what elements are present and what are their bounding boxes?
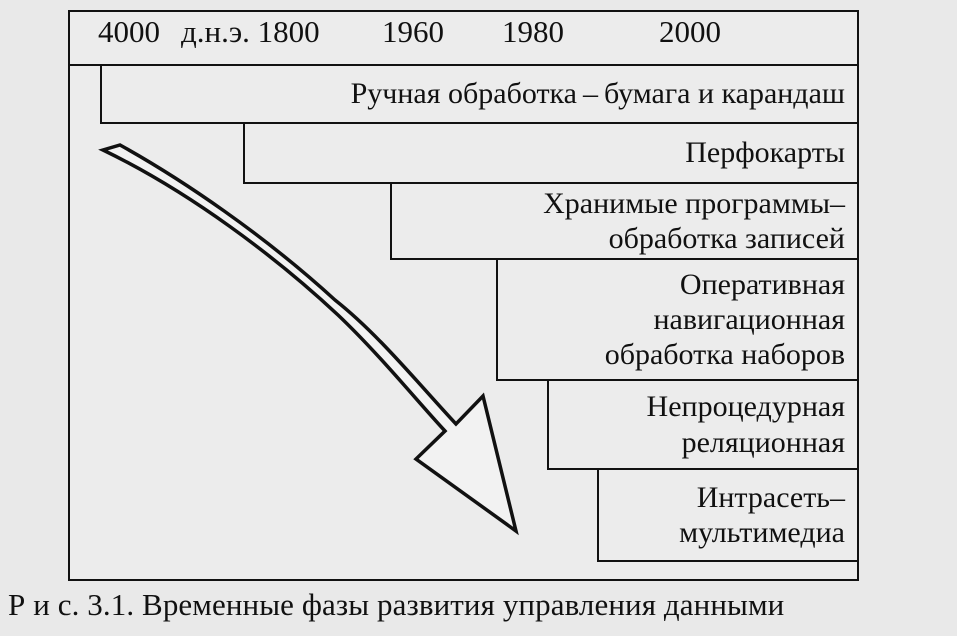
phase-intranet-multimedia-label: Интрасеть– мультимедиа — [679, 480, 845, 549]
phase-manual-processing-label: Ручная обработка – бумага и карандаш — [350, 77, 845, 111]
figure-caption: Р и с. 3.1. Временные фазы развития упра… — [8, 587, 785, 622]
phase-relational: Непроцедурная реляционная — [547, 379, 859, 470]
year-label-2000: 2000 — [659, 14, 721, 49]
phase-navigational-processing: Оперативная навигационная обработка набо… — [496, 258, 859, 381]
phase-stored-programs: Хранимые программы– обработка записей — [390, 182, 859, 260]
year-label-1980: 1980 — [502, 14, 564, 49]
phase-manual-processing: Ручная обработка – бумага и карандаш — [100, 64, 859, 124]
phase-navigational-processing-label: Оперативная навигационная обработка набо… — [604, 267, 845, 372]
year-label-4000: 4000 — [98, 14, 160, 49]
phase-stored-programs-label: Хранимые программы– обработка записей — [543, 186, 845, 255]
phase-relational-label: Непроцедурная реляционная — [646, 390, 845, 459]
year-label-bc-1800: д.н.э. 1800 — [181, 14, 320, 49]
year-label-1960: 1960 — [382, 14, 444, 49]
phase-intranet-multimedia: Интрасеть– мультимедиа — [597, 468, 859, 562]
phase-punch-cards: Перфокарты — [243, 122, 859, 184]
phase-punch-cards-label: Перфокарты — [685, 136, 845, 170]
